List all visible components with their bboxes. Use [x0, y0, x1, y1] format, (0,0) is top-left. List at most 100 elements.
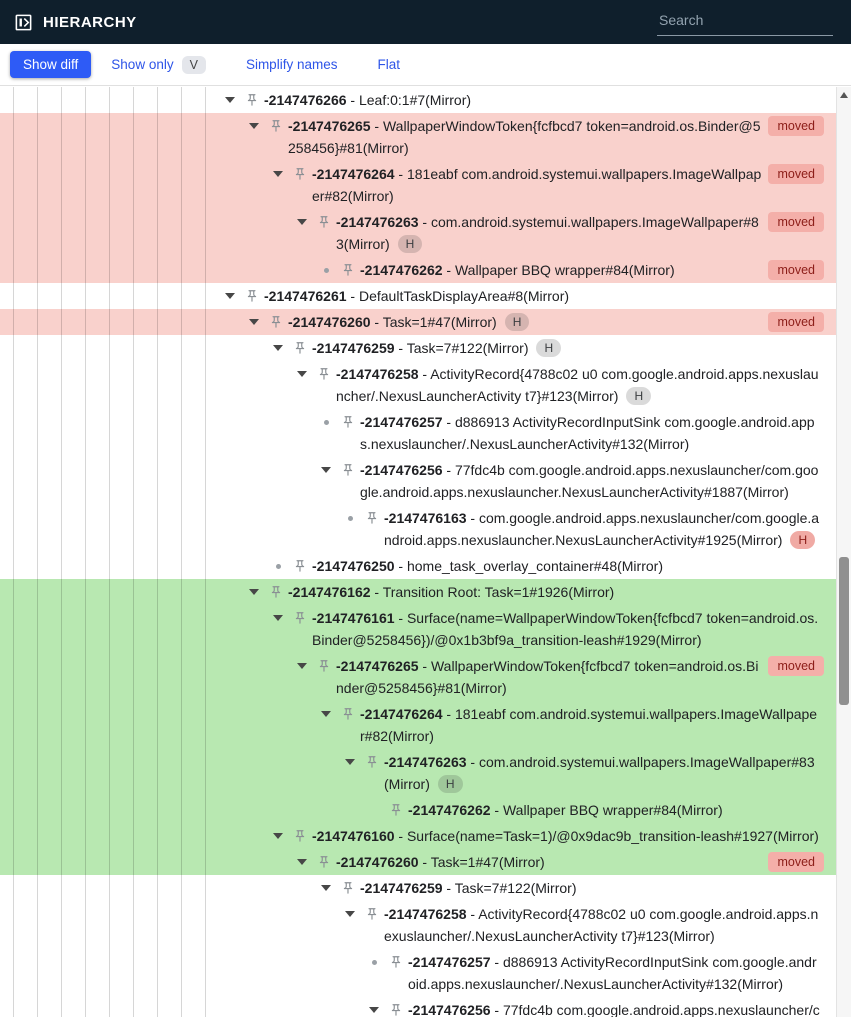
node-id: -2147476261: [264, 288, 347, 304]
collapse-toggle-icon[interactable]: [244, 311, 264, 325]
node-id: -2147476250: [312, 558, 395, 574]
node-id: -2147476257: [408, 954, 491, 970]
tree-node-row[interactable]: -2147476262 - Wallpaper BBQ wrapper#84(M…: [0, 797, 836, 823]
pin-icon[interactable]: [288, 337, 312, 355]
scrollbar[interactable]: [836, 87, 851, 1017]
app-header: HIERARCHY: [0, 0, 851, 44]
tree-node-row[interactable]: -2147476262 - Wallpaper BBQ wrapper#84(M…: [0, 257, 836, 283]
node-label: -2147476250 - home_task_overlay_containe…: [312, 558, 663, 574]
pin-icon[interactable]: [336, 411, 360, 429]
pin-icon[interactable]: [360, 751, 384, 769]
collapse-toggle-icon[interactable]: [316, 703, 336, 717]
pin-icon[interactable]: [240, 285, 264, 303]
leaf-bullet-icon: [268, 555, 288, 569]
h-badge: H: [790, 531, 816, 549]
tree-node-row[interactable]: -2147476265 - WallpaperWindowToken{fcfbc…: [0, 113, 836, 161]
collapse-toggle-icon[interactable]: [364, 999, 384, 1013]
collapse-toggle-icon[interactable]: [268, 163, 288, 177]
tree-node-row[interactable]: -2147476264 - 181eabf com.android.system…: [0, 161, 836, 209]
tree-node-row[interactable]: -2147476265 - WallpaperWindowToken{fcfbc…: [0, 653, 836, 701]
tree-node-row[interactable]: -2147476258 - ActivityRecord{4788c02 u0 …: [0, 901, 836, 949]
collapse-toggle-icon[interactable]: [292, 655, 312, 669]
pin-icon[interactable]: [264, 311, 288, 329]
node-label: -2147476258 - ActivityRecord{4788c02 u0 …: [336, 366, 819, 405]
node-label: -2147476263 - com.android.systemui.wallp…: [336, 214, 759, 253]
tree-node-row[interactable]: -2147476256 - 77fdc4b com.google.android…: [0, 457, 836, 505]
tree-node-row[interactable]: -2147476258 - ActivityRecord{4788c02 u0 …: [0, 361, 836, 409]
node-label: -2147476265 - WallpaperWindowToken{fcfbc…: [288, 118, 761, 156]
tree-node-row[interactable]: -2147476250 - home_task_overlay_containe…: [0, 553, 836, 579]
node-label: -2147476160 - Surface(name=Task=1)/@0x9d…: [312, 828, 819, 844]
pin-icon[interactable]: [312, 851, 336, 869]
pin-icon[interactable]: [264, 581, 288, 599]
show-only-button[interactable]: Show only V: [105, 50, 212, 80]
moved-badge: moved: [768, 212, 824, 232]
collapse-toggle-icon[interactable]: [292, 363, 312, 377]
node-id: -2147476256: [408, 1002, 491, 1017]
collapse-toggle-icon[interactable]: [220, 89, 240, 103]
node-id: -2147476258: [336, 366, 419, 382]
tree-node-row[interactable]: -2147476257 - d886913 ActivityRecordInpu…: [0, 949, 836, 997]
flat-button[interactable]: Flat: [371, 51, 406, 78]
scroll-up-arrow-icon[interactable]: [840, 92, 848, 98]
tree-node-row[interactable]: -2147476257 - d886913 ActivityRecordInpu…: [0, 409, 836, 457]
pin-icon[interactable]: [240, 89, 264, 107]
scrollbar-thumb[interactable]: [839, 557, 849, 705]
tree-node-row[interactable]: -2147476260 - Task=1#47(Mirror)moved: [0, 849, 836, 875]
pin-icon[interactable]: [312, 363, 336, 381]
pin-icon[interactable]: [336, 877, 360, 895]
tree-node-row[interactable]: -2147476163 - com.google.android.apps.ne…: [0, 505, 836, 553]
collapse-toggle-icon[interactable]: [340, 751, 360, 765]
pin-icon[interactable]: [312, 655, 336, 673]
tree-node-row[interactable]: -2147476266 - Leaf:0:1#7(Mirror): [0, 87, 836, 113]
collapse-toggle-icon[interactable]: [220, 285, 240, 299]
tree-node-row[interactable]: -2147476261 - DefaultTaskDisplayArea#8(M…: [0, 283, 836, 309]
pin-icon[interactable]: [384, 951, 408, 969]
pin-icon[interactable]: [384, 999, 408, 1017]
collapse-toggle-icon[interactable]: [244, 115, 264, 129]
pin-icon[interactable]: [360, 507, 384, 525]
pin-icon[interactable]: [336, 259, 360, 277]
h-badge: H: [504, 313, 530, 331]
tree-node-row[interactable]: -2147476256 - 77fdc4b com.google.android…: [0, 997, 836, 1017]
pin-icon[interactable]: [360, 903, 384, 921]
search-input[interactable]: [657, 8, 833, 36]
tree-node-row[interactable]: -2147476263 - com.android.systemui.wallp…: [0, 749, 836, 797]
node-id: -2147476162: [288, 584, 371, 600]
pin-icon[interactable]: [288, 555, 312, 573]
tree-node-row[interactable]: -2147476263 - com.android.systemui.wallp…: [0, 209, 836, 257]
pin-icon[interactable]: [312, 211, 336, 229]
collapse-toggle-icon[interactable]: [316, 877, 336, 891]
pin-icon[interactable]: [288, 825, 312, 843]
node-label: -2147476258 - ActivityRecord{4788c02 u0 …: [384, 906, 819, 944]
node-label: -2147476256 - 77fdc4b com.google.android…: [360, 462, 819, 500]
pin-icon[interactable]: [384, 799, 408, 817]
pin-icon[interactable]: [264, 115, 288, 133]
collapse-toggle-icon[interactable]: [268, 607, 288, 621]
tree-node-row[interactable]: -2147476162 - Transition Root: Task=1#19…: [0, 579, 836, 605]
collapse-toggle-icon[interactable]: [268, 825, 288, 839]
show-only-label: Show only: [111, 57, 174, 72]
collapse-toggle-icon[interactable]: [340, 903, 360, 917]
simplify-names-button[interactable]: Simplify names: [240, 51, 344, 78]
h-badge: H: [626, 387, 652, 405]
collapse-toggle-icon[interactable]: [292, 211, 312, 225]
collapse-toggle-icon[interactable]: [244, 581, 264, 595]
visible-filter-chip[interactable]: V: [181, 55, 206, 74]
show-diff-button[interactable]: Show diff: [10, 51, 92, 78]
pin-icon[interactable]: [336, 459, 360, 477]
node-label: -2147476262 - Wallpaper BBQ wrapper#84(M…: [360, 262, 675, 278]
pin-icon[interactable]: [288, 607, 312, 625]
tree: -2147476266 - Leaf:0:1#7(Mirror) -2147476…: [0, 87, 836, 1017]
tree-node-row[interactable]: -2147476259 - Task=7#122(Mirror)H: [0, 335, 836, 361]
collapse-toggle-icon[interactable]: [292, 851, 312, 865]
tree-node-row[interactable]: -2147476161 - Surface(name=WallpaperWind…: [0, 605, 836, 653]
collapse-toggle-icon[interactable]: [316, 459, 336, 473]
pin-icon[interactable]: [288, 163, 312, 181]
collapse-toggle-icon[interactable]: [268, 337, 288, 351]
tree-node-row[interactable]: -2147476160 - Surface(name=Task=1)/@0x9d…: [0, 823, 836, 849]
tree-node-row[interactable]: -2147476264 - 181eabf com.android.system…: [0, 701, 836, 749]
tree-node-row[interactable]: -2147476259 - Task=7#122(Mirror): [0, 875, 836, 901]
pin-icon[interactable]: [336, 703, 360, 721]
